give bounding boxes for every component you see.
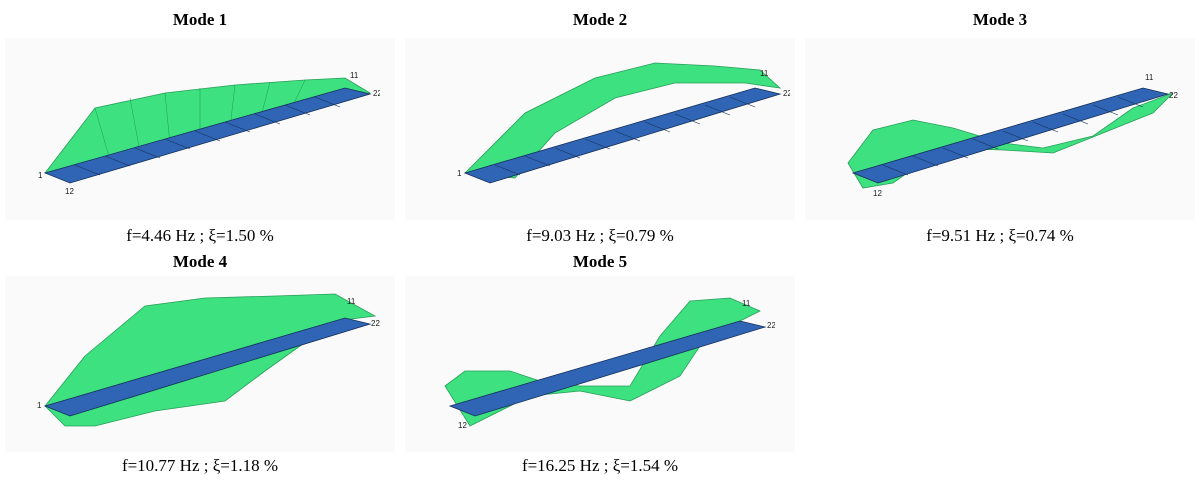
node-label: 11 bbox=[350, 71, 359, 80]
node-label: 22 bbox=[1169, 91, 1178, 100]
bridge-deck bbox=[43, 317, 372, 417]
bridge-deck bbox=[463, 87, 782, 184]
node-label: 12 bbox=[873, 189, 882, 198]
node-label: 22 bbox=[767, 321, 775, 330]
node-label: 22 bbox=[783, 89, 790, 98]
mode-panel-4: Mode 4 1 11 22 f=10.77 Hz ; ξ=1.18 % bbox=[5, 248, 395, 484]
node-label: 12 bbox=[458, 421, 467, 430]
mode-shape-plot: 1 12 11 22 bbox=[5, 38, 395, 220]
mode-shape-plot: 1 11 22 bbox=[405, 38, 795, 220]
mode-caption: f=16.25 Hz ; ξ=1.54 % bbox=[521, 456, 679, 475]
mode-panel-1: Mode 1 1 12 11 22 f=4.46 Hz ; ξ=1.50 % bbox=[5, 0, 395, 250]
node-label: 11 bbox=[742, 299, 751, 308]
node-label: 11 bbox=[347, 297, 356, 306]
node-label: 11 bbox=[1145, 73, 1154, 82]
mode-title: Mode 3 bbox=[972, 10, 1028, 29]
mode-title: Mode 4 bbox=[172, 252, 228, 271]
bridge-deck bbox=[851, 87, 1170, 184]
bridge-deck bbox=[43, 87, 372, 184]
mode-caption: f=4.46 Hz ; ξ=1.50 % bbox=[126, 226, 274, 245]
node-label: 1 bbox=[37, 401, 42, 410]
mode-panel-5: Mode 5 11 22 12 f=16.25 Hz ; ξ=1.54 % bbox=[405, 248, 795, 484]
node-label: 22 bbox=[371, 319, 380, 328]
mode-caption: f=10.77 Hz ; ξ=1.18 % bbox=[121, 456, 279, 475]
mode-shape-plot: 11 22 12 bbox=[405, 276, 795, 452]
node-label: 11 bbox=[760, 69, 769, 78]
mode-shape-plot: 11 22 12 bbox=[805, 38, 1195, 220]
node-label: 22 bbox=[373, 89, 380, 98]
node-label: 1 bbox=[457, 169, 462, 178]
mode-caption: f=9.03 Hz ; ξ=0.79 % bbox=[526, 226, 674, 245]
node-label: 12 bbox=[65, 187, 74, 196]
mode-caption: f=9.51 Hz ; ξ=0.74 % bbox=[926, 226, 1074, 245]
mode-panel-3: Mode 3 11 22 12 f=9.51 Hz ; ξ=0.74 % bbox=[805, 0, 1195, 250]
mode-shape-plot: 1 11 22 bbox=[5, 276, 395, 452]
mode-panel-2: Mode 2 1 11 22 f=9.03 Hz ; ξ=0.79 % bbox=[405, 0, 795, 250]
mode-title: Mode 2 bbox=[572, 10, 628, 29]
mode-title: Mode 5 bbox=[572, 252, 628, 271]
mode-title: Mode 1 bbox=[172, 10, 228, 29]
node-label: 1 bbox=[38, 171, 43, 180]
bridge-deck bbox=[448, 320, 767, 417]
